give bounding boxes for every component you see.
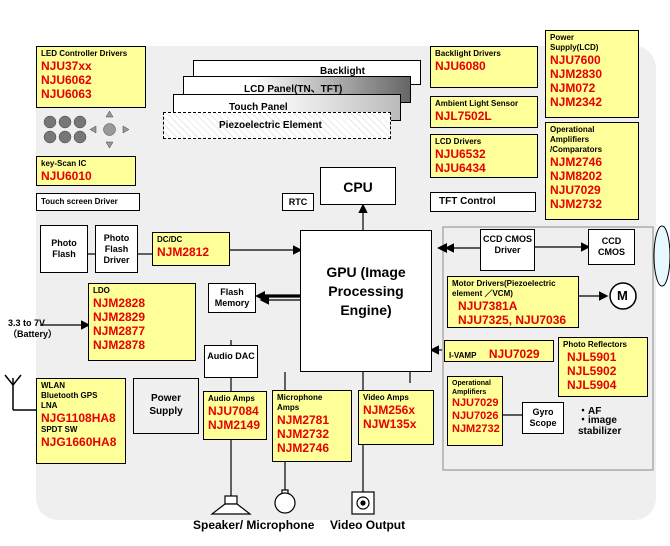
ccd-cmos-block: CCD CMOS [588,229,635,265]
keyscan-block: key-Scan IC NJU6010 [36,156,136,186]
stabilizer-label: ・image stabilizer [578,415,622,437]
motor-icon [609,282,637,310]
ambient-light-block: Ambient Light Sensor NJL7502L [430,96,538,128]
piezo-layer: Piezoelectric Element [163,112,391,139]
cpu-block: CPU [320,167,396,205]
flash-memory-block: Flash Memory [208,283,256,313]
backlight-driver-block: Backlight Drivers NJU6080 [430,46,538,88]
antenna-icon [4,374,36,411]
ldo-block: LDO NJM2828 NJM2829 NJM2877 NJM2878 [88,283,196,361]
photo-flash-driver-block: Photo Flash Driver [95,225,138,273]
ccd-cmos-driver-block: CCD CMOS Driver [480,229,535,271]
audio-dac-block: Audio DAC [204,345,258,378]
battery-label: 3.3 to 7V （Battery） [8,318,58,339]
photo-reflector-block: Photo Reflectors NJL5901 NJL5902 NJL5904 [558,337,648,397]
ivamp-block: I-VAMP NJU7029 [444,340,554,362]
photo-flash-block: Photo Flash [40,225,88,273]
af-label: ・AF [578,406,602,417]
speaker-icon [210,495,252,515]
opamp-comparator-block: Operational Amplifiers /Comparators NJM2… [545,122,639,220]
wlan-block: WLAN Bluetooth GPS LNA NJG1108HA8 SPDT S… [36,378,126,464]
opamp-camera-block: Operational Amplifiers NJU7029 NJU7026 N… [447,376,503,446]
power-supply-block: Power Supply [133,378,199,434]
motor-driver-block: Motor Drivers(Piezoelectric element ／VCM… [447,276,579,328]
rtc-block: RTC [282,193,314,211]
motor-label: M [617,288,628,303]
video-amps-block: Video Amps NJM256x NJW135x [358,390,434,445]
microphone-icon [274,489,296,514]
touch-driver-block: Touch screen Driver [36,193,140,211]
lens-icon [653,225,670,287]
dcdc-block: DC/DC NJM2812 [152,232,230,266]
mic-amps-block: Microphone Amps NJM2781 NJM2732 NJM2746 [272,390,352,462]
video-output-label: Video Output [330,518,406,532]
gpu-block: GPU (Image Processing Engine) [300,230,432,372]
power-supply-lcd-block: Power Supply(LCD) NJU7600 NJM2830 NJM072… [545,30,639,118]
keypad-icon [43,115,87,144]
video-output-icon [351,491,375,515]
audio-amps-block: Audio Amps NJU7084 NJM2149 [203,391,267,440]
lcd-driver-block: LCD Drivers NJU6532 NJU6434 [430,134,538,178]
gyro-block: Gyro Scope [522,402,564,434]
speaker-microphone-label: Speaker/ Microphone [193,518,315,532]
dpad-icon [89,110,130,149]
tft-control-block: TFT Control [430,192,536,212]
led-controller-block: LED Controller Drivers NJU37xx NJU6062 N… [36,46,146,108]
